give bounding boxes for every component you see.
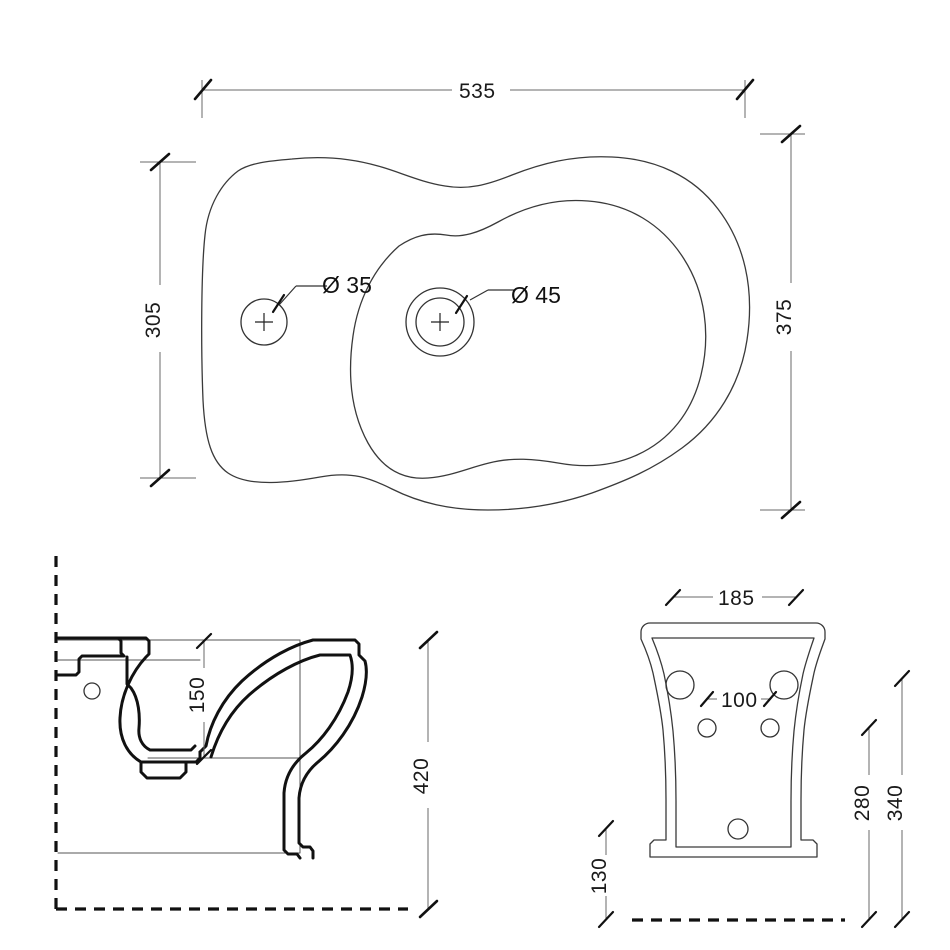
dimension-420: 420 bbox=[410, 630, 439, 919]
dimension-100-label: 100 bbox=[721, 689, 758, 712]
front-view: 185 100 280 340 bbox=[588, 587, 911, 929]
dimension-420-label: 420 bbox=[410, 758, 433, 795]
dimension-150-label: 150 bbox=[186, 677, 209, 714]
side-view-bowl-right-inner bbox=[209, 653, 354, 860]
dimension-375-label: 375 bbox=[773, 299, 796, 336]
front-view-waste-hole bbox=[727, 818, 749, 840]
top-view-hole-45 bbox=[405, 287, 515, 357]
dimension-305-label: 305 bbox=[142, 302, 165, 339]
dimension-185: 185 bbox=[664, 587, 805, 610]
side-view-bowl-right-profile bbox=[198, 638, 368, 860]
dimension-130: 130 bbox=[588, 819, 615, 929]
front-view-small-hole-left bbox=[697, 718, 717, 738]
front-view-fixing-hole-left bbox=[665, 670, 695, 700]
dimension-185-label: 185 bbox=[718, 587, 755, 610]
side-view: 150 420 bbox=[54, 556, 439, 919]
dimension-535-label: 535 bbox=[459, 80, 496, 103]
dimension-340: 340 bbox=[884, 669, 911, 929]
dimension-280-label: 280 bbox=[851, 785, 874, 822]
front-view-outer-profile bbox=[640, 622, 826, 858]
side-view-rim-left-outer bbox=[105, 636, 202, 764]
top-view: Ø 35 Ø 45 535 bbox=[140, 78, 805, 520]
dimension-150: 150 bbox=[186, 632, 213, 766]
front-view-inner-profile bbox=[651, 637, 815, 848]
dimension-100: 100 bbox=[699, 689, 778, 712]
side-view-rim-left-inner bbox=[125, 655, 197, 752]
front-view-fixing-hole-right bbox=[769, 670, 799, 700]
top-view-inner-contour bbox=[349, 199, 707, 479]
dimension-340-label: 340 bbox=[884, 785, 907, 822]
dimension-130-label: 130 bbox=[588, 858, 611, 895]
callout-dia35-label: Ø 35 bbox=[322, 272, 372, 298]
dimension-535: 535 bbox=[193, 78, 755, 118]
side-view-waste-spout bbox=[139, 760, 188, 780]
dimension-305: 305 bbox=[140, 152, 196, 488]
dimension-375: 375 bbox=[760, 124, 805, 520]
callout-dia45-label: Ø 45 bbox=[511, 282, 561, 308]
side-view-bounding-box bbox=[57, 639, 301, 854]
top-view-hole-35 bbox=[240, 285, 327, 346]
side-view-wall-bracket bbox=[56, 636, 126, 677]
dimension-280: 280 bbox=[851, 718, 878, 929]
top-view-outer-contour bbox=[201, 156, 751, 511]
front-view-small-hole-right bbox=[760, 718, 780, 738]
side-view-fixing-hole bbox=[83, 682, 101, 700]
